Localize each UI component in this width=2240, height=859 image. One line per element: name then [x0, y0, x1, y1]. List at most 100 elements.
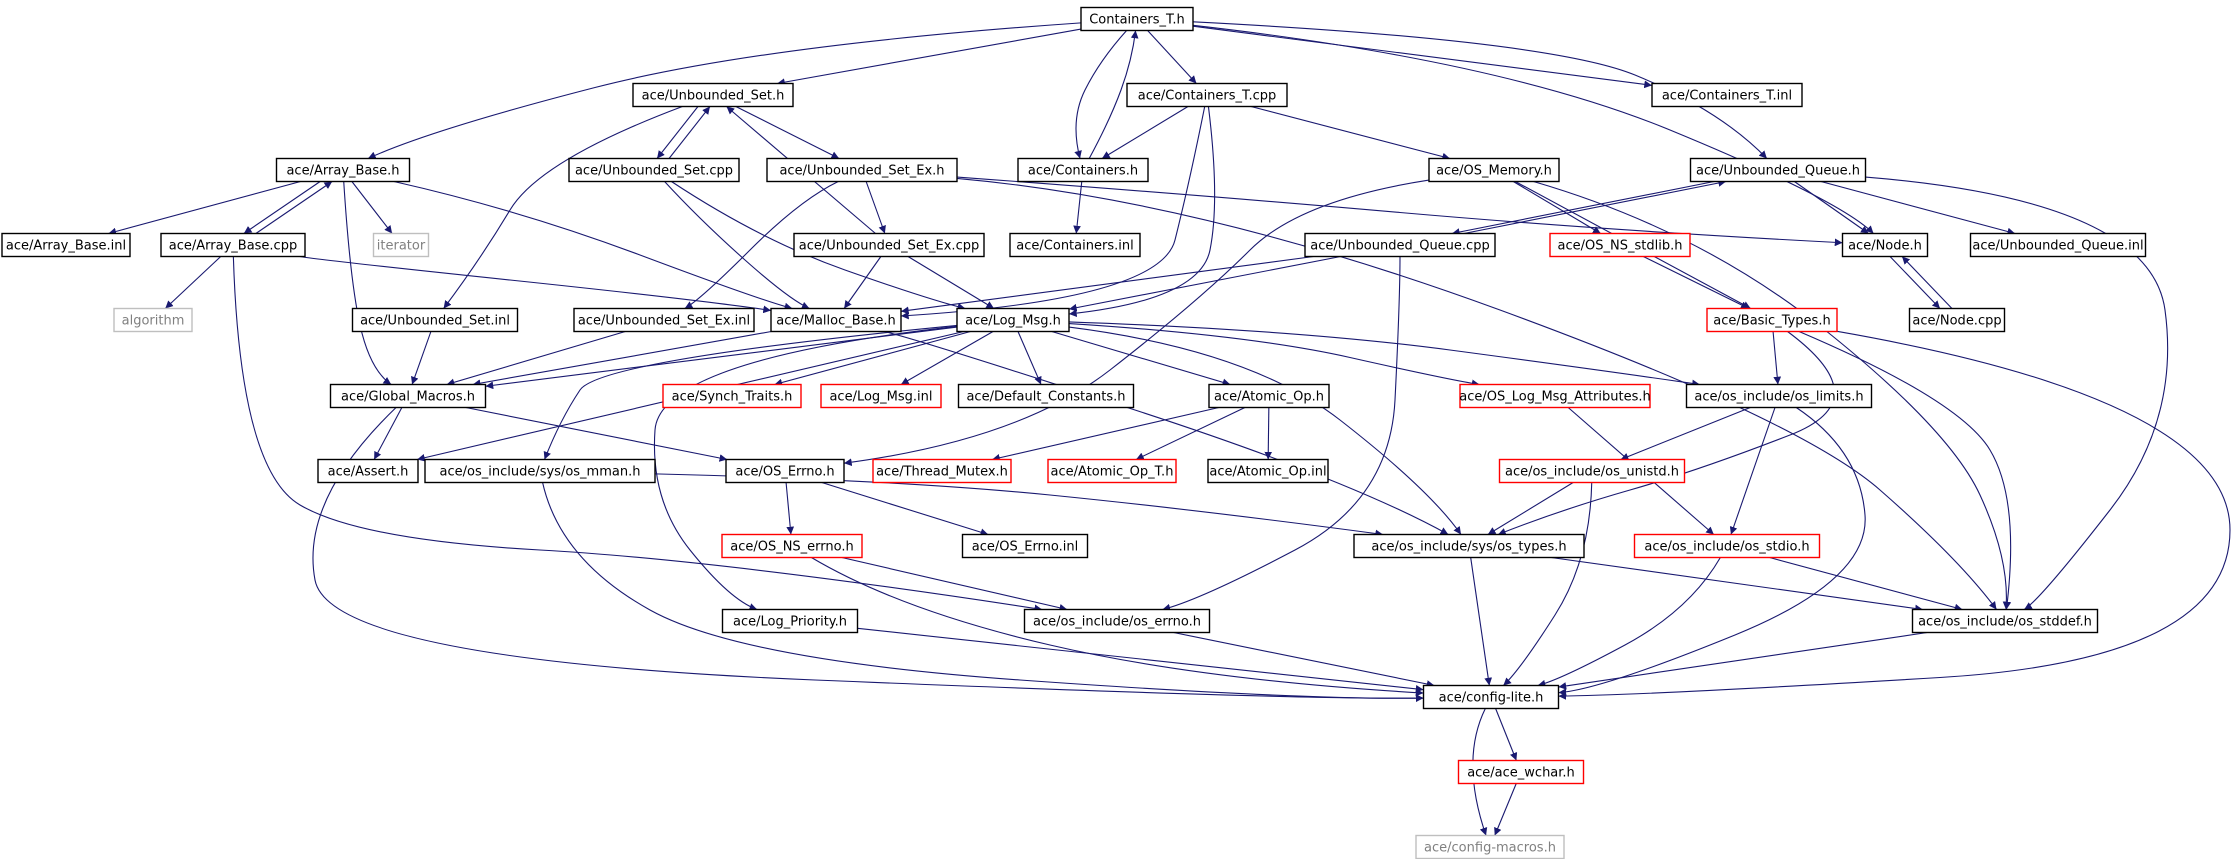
node-root: Containers_T.h [1080, 6, 1194, 32]
edge-osns_errno-to-osinc_errno [841, 556, 1068, 612]
node-unbq-cpp[interactable]: ace/Unbounded_Queue.cpp [1304, 232, 1496, 258]
node-node-cpp[interactable]: ace/Node.cpp [1908, 307, 2006, 333]
node-box [113, 307, 193, 333]
node-unbsetex-cpp[interactable]: ace/Unbounded_Set_Ex.cpp [793, 232, 985, 258]
edge-malloc_h-to-os_types [884, 330, 1449, 535]
node-malloc-h[interactable]: ace/Malloc_Base.h [770, 307, 902, 333]
edge-atomic_h-to-thread_mutex [992, 406, 1219, 462]
node-basic-types[interactable]: ace/Basic_Types.h [1706, 307, 1838, 333]
node-arrbase-cpp[interactable]: ace/Array_Base.cpp [160, 232, 306, 258]
node-unbset-cpp[interactable]: ace/Unbounded_Set.cpp [568, 157, 740, 183]
edge-os_stddef-to-config_lite [1558, 631, 1928, 690]
edge-unbq_h-to-node_h [1794, 181, 1869, 234]
edge-ace_wchar-to-config_macros [1494, 783, 1517, 836]
node-arrbase-inl[interactable]: ace/Array_Base.inl [1, 232, 131, 258]
node-unbq-h[interactable]: ace/Unbounded_Queue.h [1689, 157, 1867, 183]
edge-os_stdio-to-config_lite [1537, 557, 1721, 688]
node-logmsg-h[interactable]: ace/Log_Msg.h [956, 307, 1070, 333]
node-box [351, 307, 519, 333]
node-atomic-t[interactable]: ace/Atomic_Op_T.h [1047, 458, 1177, 484]
node-box [1353, 533, 1585, 559]
edge-logmsg_h-to-os_types [1068, 326, 1462, 535]
node-box [1689, 157, 1867, 183]
node-atomic-h[interactable]: ace/Atomic_Op.h [1208, 383, 1330, 409]
node-unbsetex-inl[interactable]: ace/Unbounded_Set_Ex.inl [573, 307, 755, 333]
node-label: ace/Unbounded_Queue.cpp [1310, 239, 1489, 254]
node-label: ace/Unbounded_Queue.h [1696, 164, 1860, 179]
node-unbsetex-h[interactable]: ace/Unbounded_Set_Ex.h [766, 157, 958, 183]
node-cont-t-cpp[interactable]: ace/Containers_T.cpp [1126, 82, 1288, 108]
node-os-errno-h[interactable]: ace/OS_Errno.h [725, 458, 845, 484]
node-logmsg-inl[interactable]: ace/Log_Msg.inl [820, 383, 942, 409]
edge-os_unistd-to-config_lite [1502, 482, 1593, 686]
node-label: ace/Unbounded_Set_Ex.cpp [799, 239, 979, 254]
node-label: ace/Assert.h [328, 465, 409, 480]
node-label: ace/config-macros.h [1424, 841, 1556, 856]
node-os-unistd[interactable]: ace/os_include/os_unistd.h [1498, 458, 1686, 484]
node-box [1017, 157, 1149, 183]
edge-unbsetex_cpp-to-logmsg_h [907, 256, 995, 309]
node-label: ace/Containers.h [1028, 164, 1138, 179]
node-label: ace/Atomic_Op.h [1214, 390, 1324, 405]
node-label: algorithm [122, 314, 185, 329]
edge-logmsg_h-to-os_mman [543, 324, 958, 460]
node-box [1208, 383, 1330, 409]
edge-arrbase_cpp-to-malloc_h [299, 255, 772, 314]
node-box [160, 232, 306, 258]
node-box [317, 458, 419, 484]
node-unbset-h[interactable]: ace/Unbounded_Set.h [632, 82, 794, 108]
node-label: ace/os_include/os_limits.h [1694, 390, 1863, 405]
node-os-stdio[interactable]: ace/os_include/os_stdio.h [1633, 533, 1821, 559]
edge-logmsg_h-to-log_priority [653, 325, 958, 611]
edge-logmsg_h-to-logmsg_inl [900, 331, 994, 385]
node-osinc-errno[interactable]: ace/os_include/os_errno.h [1023, 608, 1211, 634]
node-thread-mutex[interactable]: ace/Thread_Mutex.h [872, 458, 1012, 484]
node-os-limits[interactable]: ace/os_include/os_limits.h [1685, 383, 1873, 409]
node-label: ace/Global_Macros.h [341, 390, 475, 405]
node-unbq-inl[interactable]: ace/Unbounded_Queue.inl [1969, 232, 2147, 258]
node-osns-errno[interactable]: ace/OS_NS_errno.h [721, 533, 863, 559]
node-os-mman[interactable]: ace/os_include/sys/os_mman.h [424, 458, 656, 484]
node-os-stddef[interactable]: ace/os_include/os_stddef.h [1911, 608, 2099, 634]
node-unbset-inl[interactable]: ace/Unbounded_Set.inl [351, 307, 519, 333]
node-box [1651, 82, 1803, 108]
node-box [632, 82, 794, 108]
node-box [1841, 232, 1929, 258]
node-log-priority[interactable]: ace/Log_Priority.h [721, 608, 859, 634]
node-label: ace/OS_NS_stdlib.h [1558, 239, 1683, 254]
node-box [1080, 6, 1194, 32]
node-ace-wchar[interactable]: ace/ace_wchar.h [1457, 759, 1585, 785]
node-box [956, 307, 1070, 333]
node-osmem-h[interactable]: ace/OS_Memory.h [1428, 157, 1560, 183]
node-cont-t-inl[interactable]: ace/Containers_T.inl [1651, 82, 1803, 108]
node-os-log-attr[interactable]: ace/OS_Log_Msg_Attributes.h [1459, 383, 1651, 409]
node-containers-h[interactable]: ace/Containers.h [1017, 157, 1149, 183]
node-box [568, 157, 740, 183]
edge-root-to-unbset_h [777, 28, 1082, 86]
node-os-errno-inl[interactable]: ace/OS_Errno.inl [961, 533, 1089, 559]
edge-log_priority-to-config_lite [857, 627, 1424, 693]
node-label: ace/os_include/os_stddef.h [1918, 615, 2092, 630]
edge-root-to-arrbase_h [367, 22, 1082, 159]
node-assert-h[interactable]: ace/Assert.h [317, 458, 419, 484]
node-global-macros[interactable]: ace/Global_Macros.h [329, 383, 487, 409]
node-node-h[interactable]: ace/Node.h [1841, 232, 1929, 258]
node-default-const[interactable]: ace/Default_Constants.h [957, 383, 1135, 409]
node-containers-inl[interactable]: ace/Containers.inl [1009, 232, 1141, 258]
node-os-types[interactable]: ace/os_include/sys/os_types.h [1353, 533, 1585, 559]
node-osns-stdlib[interactable]: ace/OS_NS_stdlib.h [1549, 232, 1691, 258]
edge-root-to-cont_t_inl [1192, 25, 1653, 89]
edge-arrbase_cpp-to-arrbase_h [255, 181, 333, 234]
node-label: ace/Basic_Types.h [1713, 314, 1830, 329]
node-label: ace/Atomic_Op_T.h [1051, 465, 1174, 480]
node-config-lite[interactable]: ace/config-lite.h [1422, 684, 1560, 710]
edge-unbsetex_h-to-unbsetex_cpp [865, 181, 886, 234]
node-box [1304, 232, 1496, 258]
node-synch-traits[interactable]: ace/Synch_Traits.h [662, 383, 802, 409]
edge-basic_types-to-config_lite [1558, 330, 2231, 700]
node-label: ace/Unbounded_Set.cpp [575, 164, 733, 179]
node-atomic-inl[interactable]: ace/Atomic_Op.inl [1207, 458, 1329, 484]
node-box [766, 157, 958, 183]
node-arrbase-h[interactable]: ace/Array_Base.h [275, 157, 411, 183]
node-label: ace/Containers_T.cpp [1138, 89, 1276, 104]
